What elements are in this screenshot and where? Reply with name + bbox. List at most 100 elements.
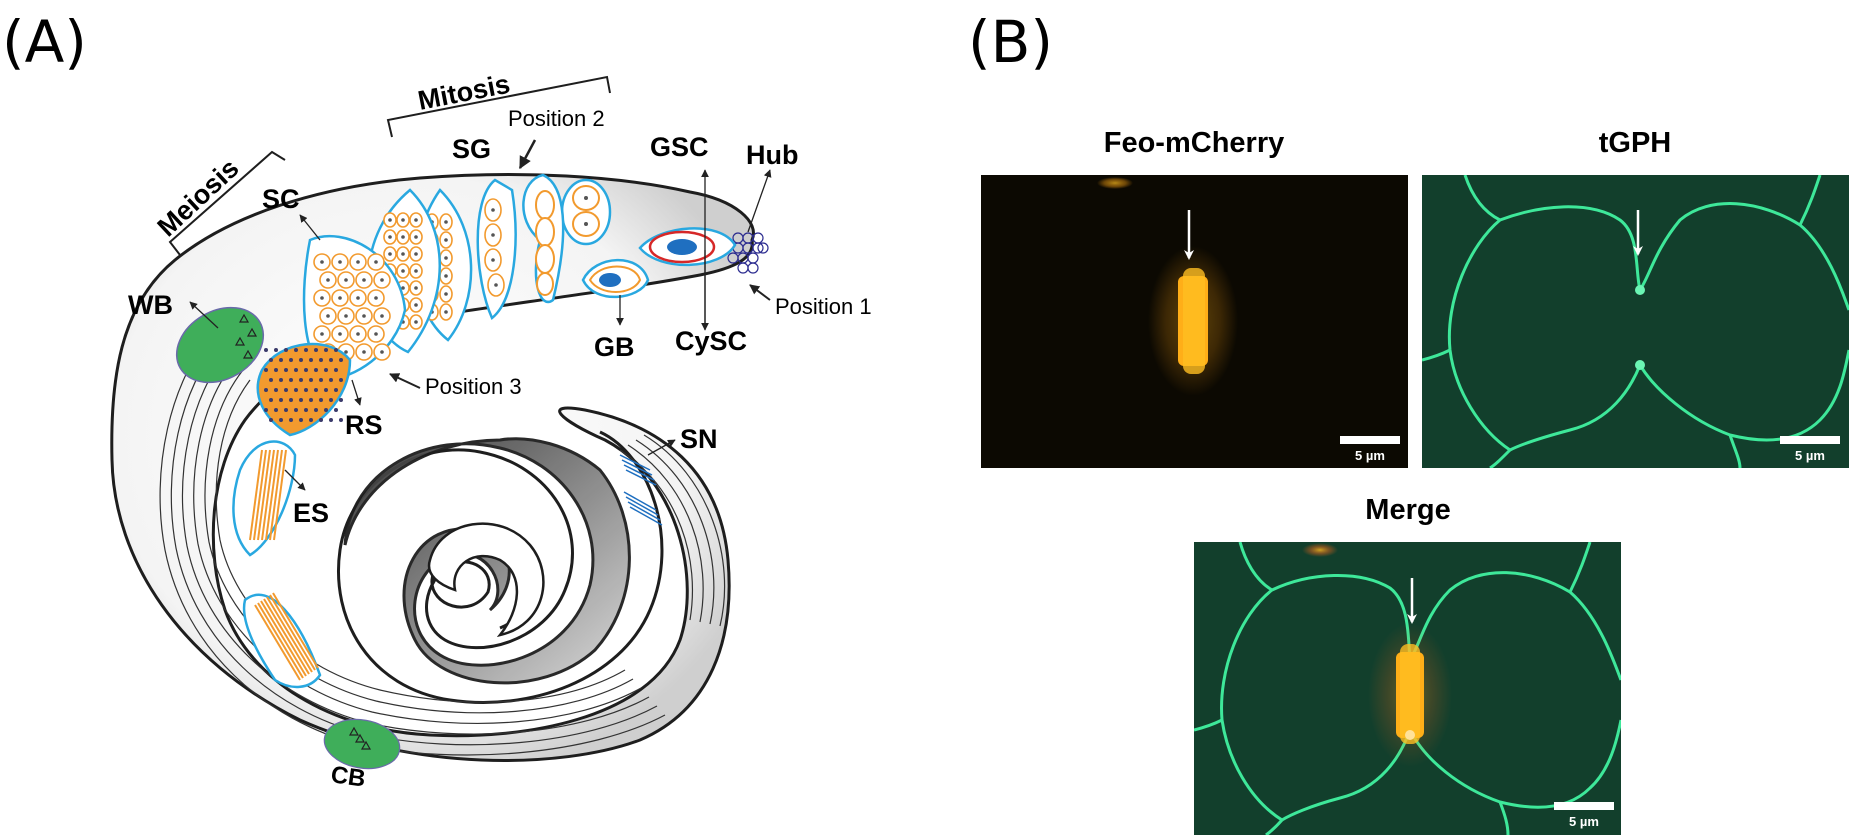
elongating-spermatid <box>265 449 279 541</box>
wb-waste-bag <box>175 306 265 384</box>
round-spermatid <box>314 368 318 372</box>
elongating-spermatid <box>263 598 310 675</box>
elongating-spermatid <box>260 600 307 677</box>
position1-label: Position 1 <box>775 294 872 319</box>
cb-triangle <box>354 733 366 743</box>
sc-cyst <box>302 234 407 380</box>
round-spermatid <box>314 408 318 412</box>
round-spermatid <box>264 388 268 392</box>
wb-triangle <box>234 336 246 346</box>
gsc-label: GSC <box>650 132 709 162</box>
tgph-title: tGPH <box>1599 127 1672 159</box>
position2-arrow <box>518 139 537 170</box>
es-label: ES <box>293 498 329 528</box>
round-spermatid <box>274 348 278 352</box>
elongating-spermatid <box>253 449 267 541</box>
wb-triangle <box>246 327 258 337</box>
elongating-spermatid <box>257 449 271 541</box>
round-spermatid <box>294 388 298 392</box>
wb-label: WB <box>128 290 173 320</box>
round-spermatid <box>299 378 303 382</box>
cell-nucleus <box>491 208 495 212</box>
round-spermatid <box>294 368 298 372</box>
round-spermatid <box>304 408 308 412</box>
round-spermatid <box>279 378 283 382</box>
cb-triangle <box>360 740 372 750</box>
elongating-spermatid <box>269 594 316 671</box>
round-spermatid <box>339 358 343 362</box>
cell-nucleus <box>444 292 448 296</box>
cb-cell <box>323 718 401 770</box>
panel-a-letter: (A) <box>2 8 87 76</box>
cell-nucleus <box>344 350 348 354</box>
cell-nucleus <box>326 314 330 318</box>
cell-nucleus <box>401 235 405 239</box>
cell-nucleus <box>401 269 405 273</box>
cell-nucleus <box>344 278 348 282</box>
testis-inner-coil <box>337 430 664 704</box>
round-spermatid <box>304 348 308 352</box>
tgph-scale-label: 5 µm <box>1795 448 1825 463</box>
mitosis-label: Mitosis <box>415 69 512 116</box>
es-cyst-2 <box>242 592 322 689</box>
cell-nucleus <box>444 238 448 242</box>
cysc-label: CySC <box>675 326 747 356</box>
position3-label: Position 3 <box>425 374 522 399</box>
sc-label: SC <box>262 184 300 214</box>
round-spermatid <box>279 398 283 402</box>
cell-nucleus <box>414 320 418 324</box>
round-spermatid <box>264 368 268 372</box>
round-spermatid <box>309 358 313 362</box>
round-spermatid <box>294 348 298 352</box>
round-spermatid <box>269 378 273 382</box>
cell-nucleus <box>414 218 418 222</box>
elongating-spermatid <box>266 596 313 673</box>
round-spermatid <box>329 398 333 402</box>
tube-inner-lines <box>159 329 726 756</box>
cell-nucleus <box>320 260 324 264</box>
cell-nucleus <box>401 286 405 290</box>
gb-label: GB <box>594 332 635 362</box>
round-spermatid <box>289 398 293 402</box>
sn-label: SN <box>680 424 718 454</box>
cell-nucleus <box>356 296 360 300</box>
cell-nucleus <box>380 278 384 282</box>
position2-label: Position 2 <box>508 106 605 131</box>
feo-scale-bar: 5 µm <box>1340 436 1400 463</box>
round-spermatid <box>324 348 328 352</box>
round-spermatid <box>309 398 313 402</box>
round-spermatid <box>324 408 328 412</box>
elongating-spermatid <box>269 449 283 541</box>
cell-nucleus <box>388 252 392 256</box>
cell-nucleus <box>320 332 324 336</box>
round-spermatid <box>284 408 288 412</box>
merge-title: Merge <box>1365 494 1450 526</box>
rs-label: RS <box>345 410 383 440</box>
cell-nucleus <box>344 314 348 318</box>
cell-nucleus <box>338 296 342 300</box>
round-spermatid <box>329 378 333 382</box>
round-spermatid <box>274 368 278 372</box>
position1-arrow <box>749 284 771 301</box>
sg-cyst-2 <box>560 178 612 246</box>
cell-nucleus <box>320 296 324 300</box>
cell-nucleus <box>444 310 448 314</box>
cell-nucleus <box>491 233 495 237</box>
round-spermatid <box>319 398 323 402</box>
round-spermatid <box>334 408 338 412</box>
elongating-spermatid <box>273 449 287 541</box>
round-spermatid <box>274 388 278 392</box>
round-spermatid <box>339 378 343 382</box>
round-spermatid <box>284 348 288 352</box>
sg-cyst-8 <box>476 178 517 320</box>
label-pointers <box>189 169 772 491</box>
round-spermatid <box>334 388 338 392</box>
cell-nucleus <box>414 235 418 239</box>
feo-image <box>981 175 1408 468</box>
round-spermatid <box>309 378 313 382</box>
cell-nucleus <box>338 332 342 336</box>
round-spermatid <box>339 418 343 422</box>
cell-nucleus <box>326 278 330 282</box>
round-spermatid <box>319 418 323 422</box>
cell-nucleus <box>362 278 366 282</box>
